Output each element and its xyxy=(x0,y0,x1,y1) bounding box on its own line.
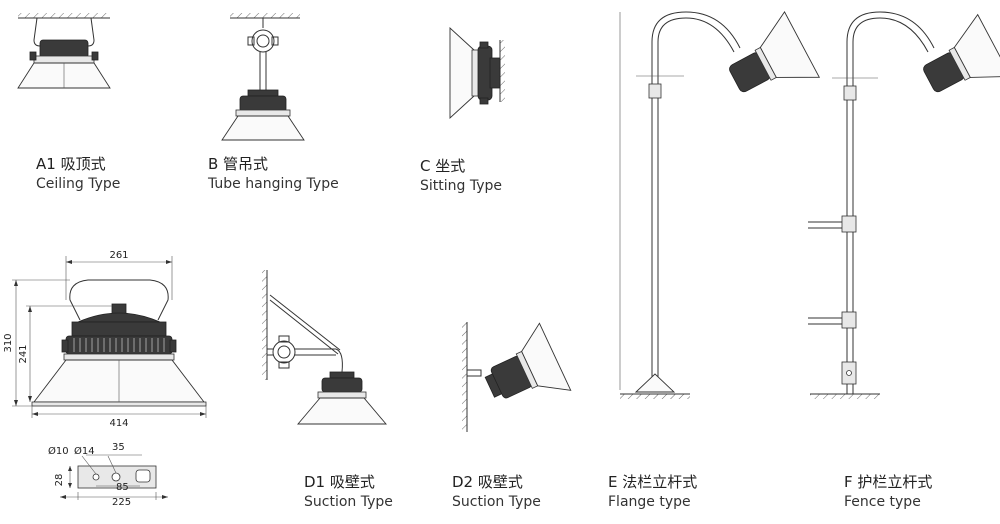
caption-e-zh: E 法栏立杆式 xyxy=(608,473,698,491)
caption-f: F 护栏立杆式 Fence type xyxy=(844,472,932,512)
dim-85: 85 xyxy=(116,482,129,493)
dim-hole-10: Ø10 xyxy=(48,445,69,457)
drawing-e-flange-pole xyxy=(619,11,821,399)
caption-b-zh: B 管吊式 xyxy=(208,155,269,173)
drawing-f-fence-pole xyxy=(808,11,1000,399)
drawing-bracket-detail: Ø10 Ø14 35 85 225 28 xyxy=(48,442,168,508)
drawing-b-tube-hanging xyxy=(221,13,305,141)
drawing-c-sitting xyxy=(449,26,505,120)
caption-e: E 法栏立杆式 Flange type xyxy=(608,472,697,512)
dim-body-height: 241 xyxy=(18,344,29,363)
dim-total-height: 310 xyxy=(3,333,14,352)
caption-a1-en: Ceiling Type xyxy=(36,176,121,192)
drawing-a1-dimensioned: 261 414 310 241 xyxy=(3,250,207,429)
caption-c: C 坐式 Sitting Type xyxy=(420,156,502,196)
caption-a1-zh: A1 吸顶式 xyxy=(36,155,106,173)
caption-e-en: Flange type xyxy=(608,494,691,510)
dim-225: 225 xyxy=(112,497,131,508)
caption-c-zh: C 坐式 xyxy=(420,157,466,175)
dim-35: 35 xyxy=(112,442,125,453)
caption-a1: A1 吸顶式 Ceiling Type xyxy=(36,154,120,194)
caption-c-en: Sitting Type xyxy=(420,178,503,194)
caption-d1-en: Suction Type xyxy=(304,494,393,510)
dim-hole-14: Ø14 xyxy=(74,445,95,457)
drawing-a1-ceiling xyxy=(17,13,111,89)
dim-bottom-width: 414 xyxy=(109,418,128,429)
dim-top-width: 261 xyxy=(109,250,128,261)
caption-f-zh: F 护栏立杆式 xyxy=(844,473,933,491)
caption-d1: D1 吸壁式 Suction Type xyxy=(304,472,393,512)
dim-28: 28 xyxy=(54,474,65,487)
caption-d2-en: Suction Type xyxy=(452,494,541,510)
caption-f-en: Fence type xyxy=(844,494,921,510)
drawing-d1-suction xyxy=(262,270,387,425)
caption-d1-zh: D1 吸壁式 xyxy=(304,473,375,491)
caption-b-en: Tube hanging Type xyxy=(208,176,339,192)
caption-d2: D2 吸壁式 Suction Type xyxy=(452,472,541,512)
drawing-d2-suction xyxy=(462,322,572,432)
caption-b: B 管吊式 Tube hanging Type xyxy=(208,154,339,194)
caption-d2-zh: D2 吸壁式 xyxy=(452,473,523,491)
